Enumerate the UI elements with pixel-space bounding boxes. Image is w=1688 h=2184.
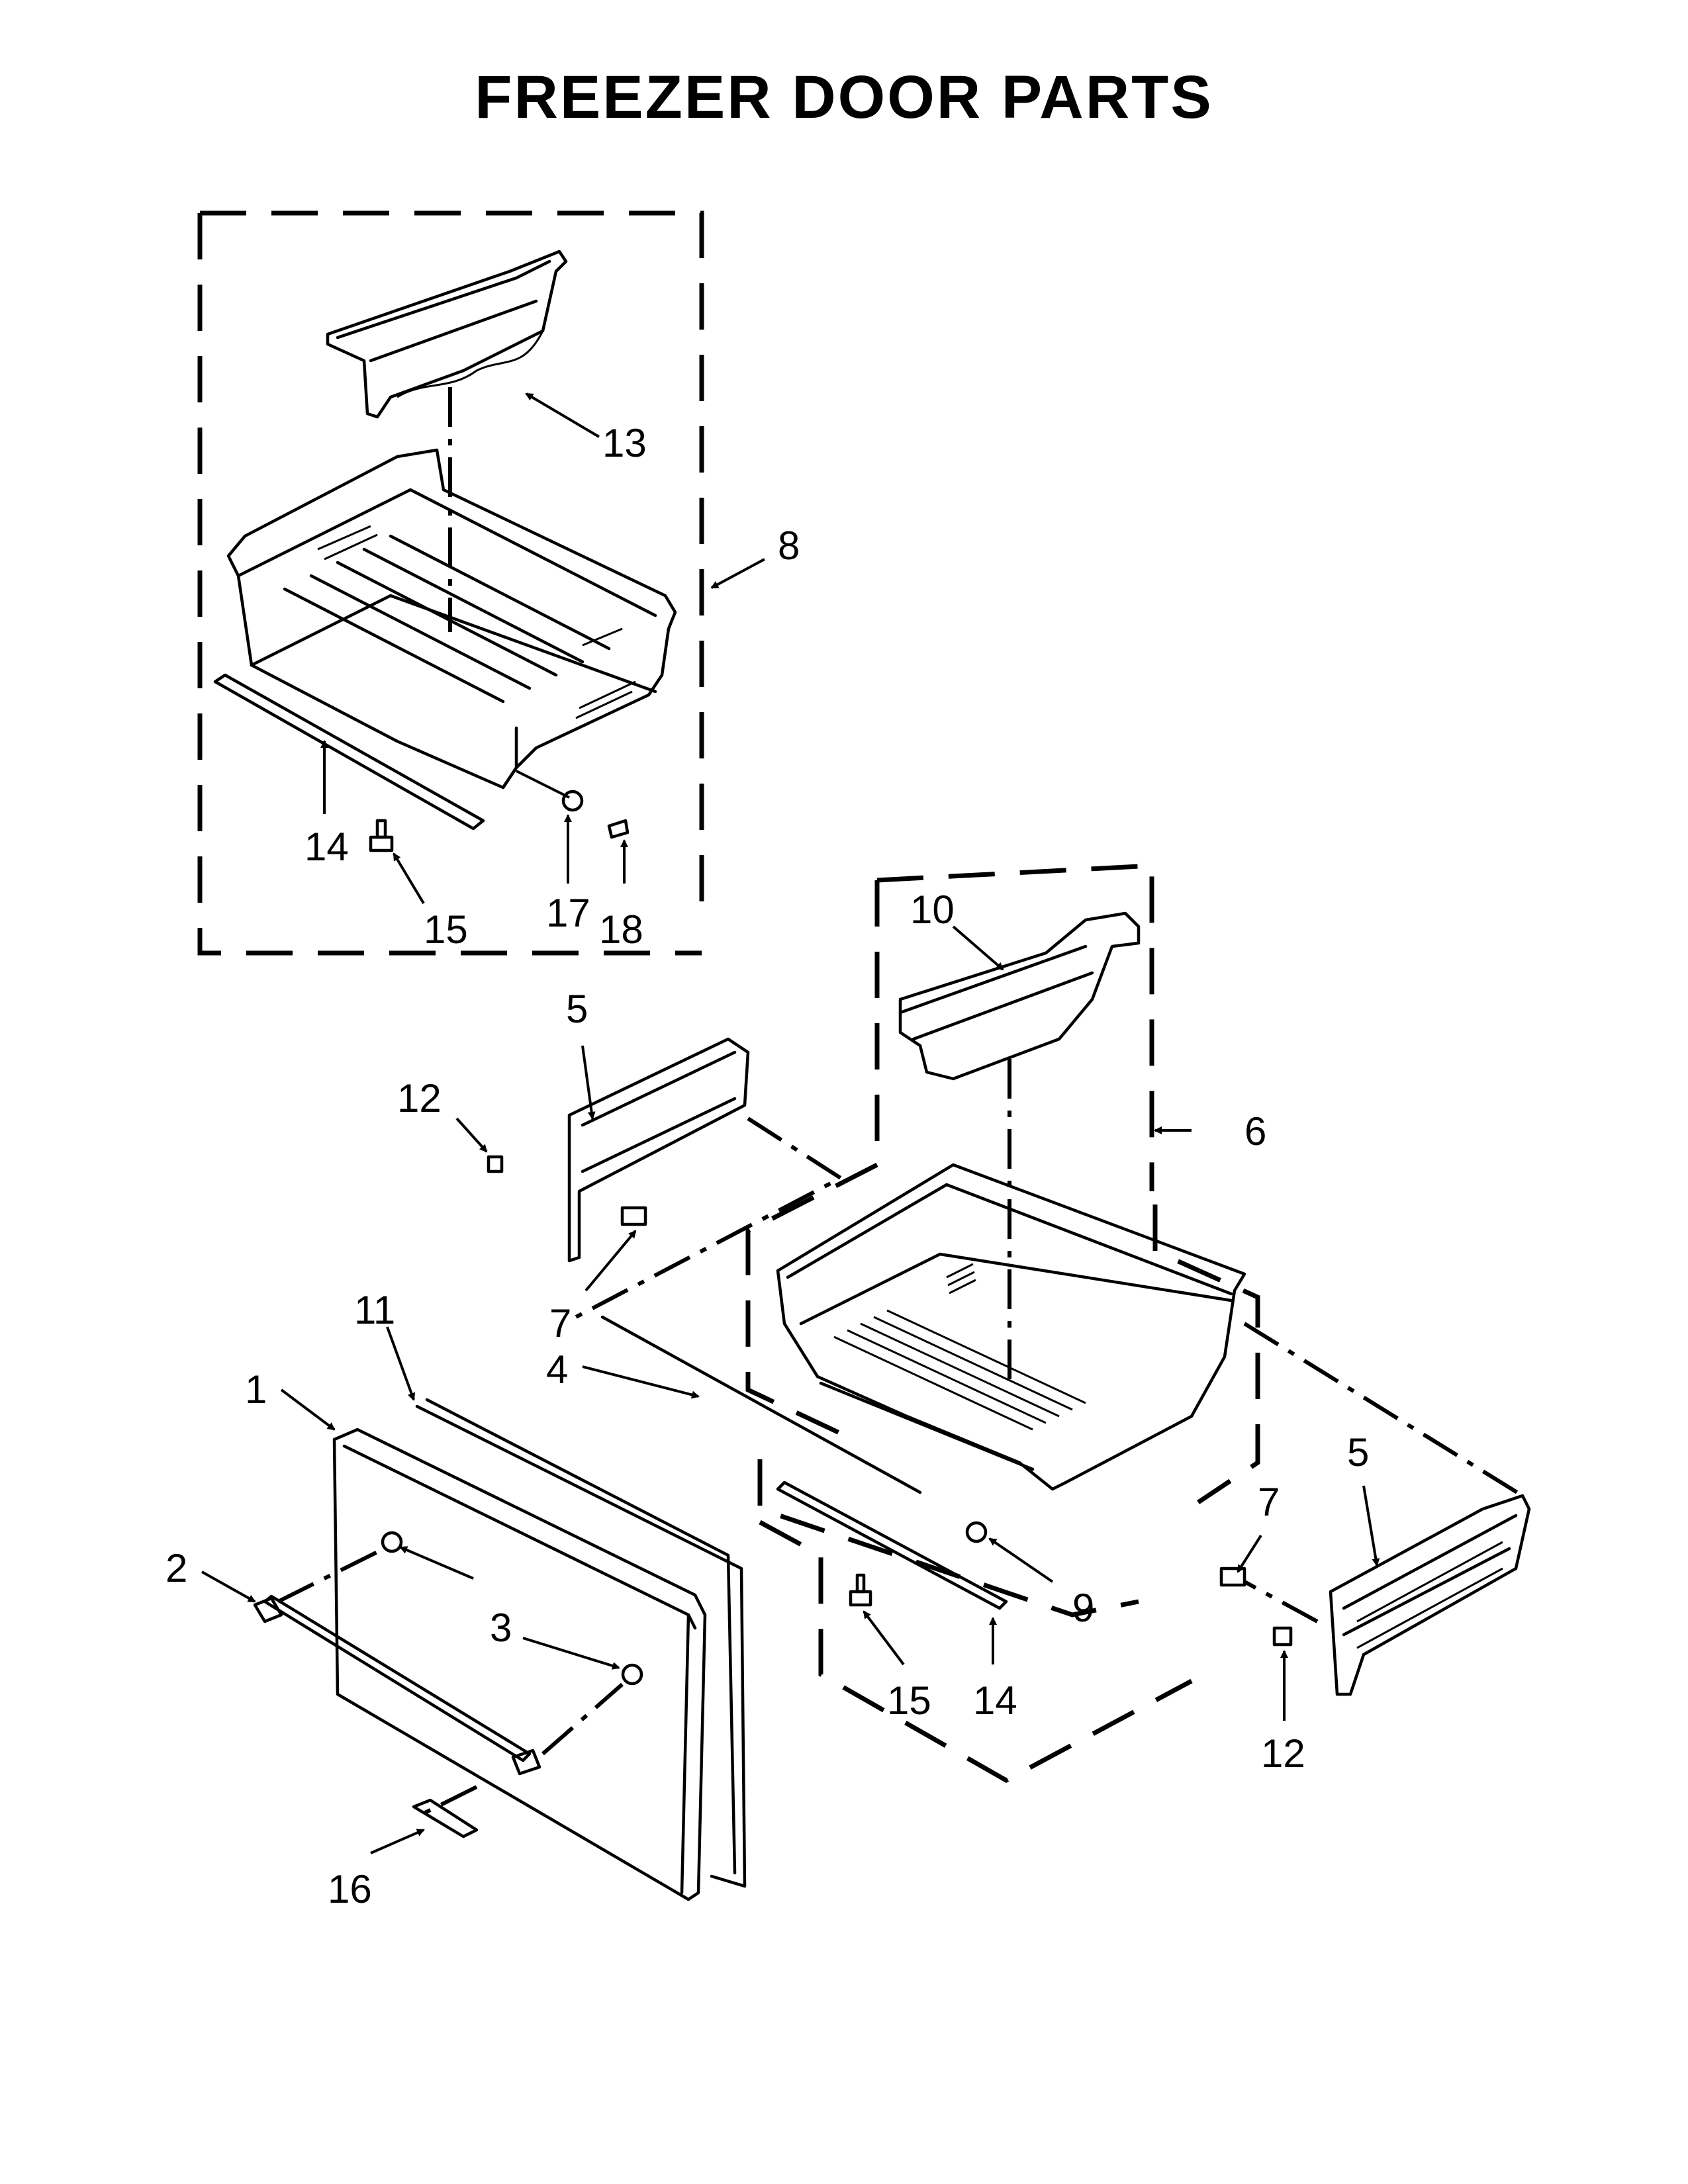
lower-trim-group-boundary <box>757 1459 1193 1783</box>
callout-10: 10 <box>910 887 955 932</box>
callout-17: 17 <box>546 891 590 935</box>
badge-alignment-line <box>422 1785 478 1815</box>
part-2-door-handle <box>253 1594 541 1776</box>
part-3-handle-mount-upper <box>381 1531 403 1553</box>
part-7-screw-left <box>620 1206 647 1226</box>
part-10-small-bin <box>898 911 1141 1081</box>
part-4-rod <box>600 1315 922 1494</box>
callout-7-right: 7 <box>1258 1480 1280 1524</box>
part-13-small-bin <box>326 250 568 419</box>
callout-13: 13 <box>602 421 647 465</box>
callout-9: 9 <box>1072 1586 1094 1630</box>
callout-7-left: 7 <box>549 1301 571 1345</box>
callout-8: 8 <box>778 523 800 568</box>
callout-14-lower: 14 <box>973 1678 1017 1723</box>
callout-14-upper: 14 <box>305 825 349 869</box>
callout-5-left: 5 <box>566 987 588 1031</box>
part-3-handle-mount-lower <box>621 1663 643 1686</box>
part-11-door-gasket-inner <box>425 1398 737 1875</box>
part-18-pin <box>607 819 630 839</box>
callout-15-upper: 15 <box>424 907 468 952</box>
callout-5-right: 5 <box>1347 1430 1369 1475</box>
part-15-screw-upper <box>369 819 394 852</box>
part-9-cap <box>965 1521 988 1543</box>
part-1-door-panel <box>332 1428 707 1901</box>
part-12-stop-left <box>487 1155 504 1173</box>
part-5-slide-rail-left <box>567 1037 750 1263</box>
callout-4: 4 <box>546 1347 568 1392</box>
upper-basket-assembly-boundary <box>197 210 704 956</box>
leader-arrows <box>201 392 1380 1854</box>
part-7-screw-right <box>1219 1567 1246 1587</box>
part-11-door-gasket <box>415 1404 747 1888</box>
callout-18: 18 <box>599 907 643 952</box>
callout-6: 6 <box>1244 1109 1266 1154</box>
callout-2: 2 <box>165 1546 187 1590</box>
part-17-washer <box>561 790 584 812</box>
part-12-stop-right <box>1272 1626 1293 1647</box>
part-14-trim-strip-upper <box>213 673 485 831</box>
callout-12-left: 12 <box>397 1076 442 1120</box>
handle-alignment-lines <box>277 1550 624 1756</box>
part-5-slide-rail-right <box>1329 1494 1531 1696</box>
part-6-lower-basket <box>776 1163 1246 1491</box>
part-15-screw-lower <box>849 1573 872 1607</box>
part-14-trim-strip-lower <box>776 1480 1008 1610</box>
part-8-upper-basket <box>226 448 677 790</box>
callout-16: 16 <box>328 1867 372 1911</box>
callout-11: 11 <box>354 1288 395 1332</box>
callout-15-lower: 15 <box>887 1678 931 1723</box>
page-title: FREEZER DOOR PARTS <box>475 64 1213 131</box>
alignment-line-5-left <box>575 1116 845 1319</box>
axle-line <box>516 770 570 799</box>
callout-12-right: 12 <box>1261 1731 1305 1776</box>
callout-3: 3 <box>490 1606 512 1650</box>
alignment-line-5-right <box>1243 1322 1524 1623</box>
callout-1: 1 <box>245 1367 267 1412</box>
part-16-badge <box>412 1798 479 1839</box>
